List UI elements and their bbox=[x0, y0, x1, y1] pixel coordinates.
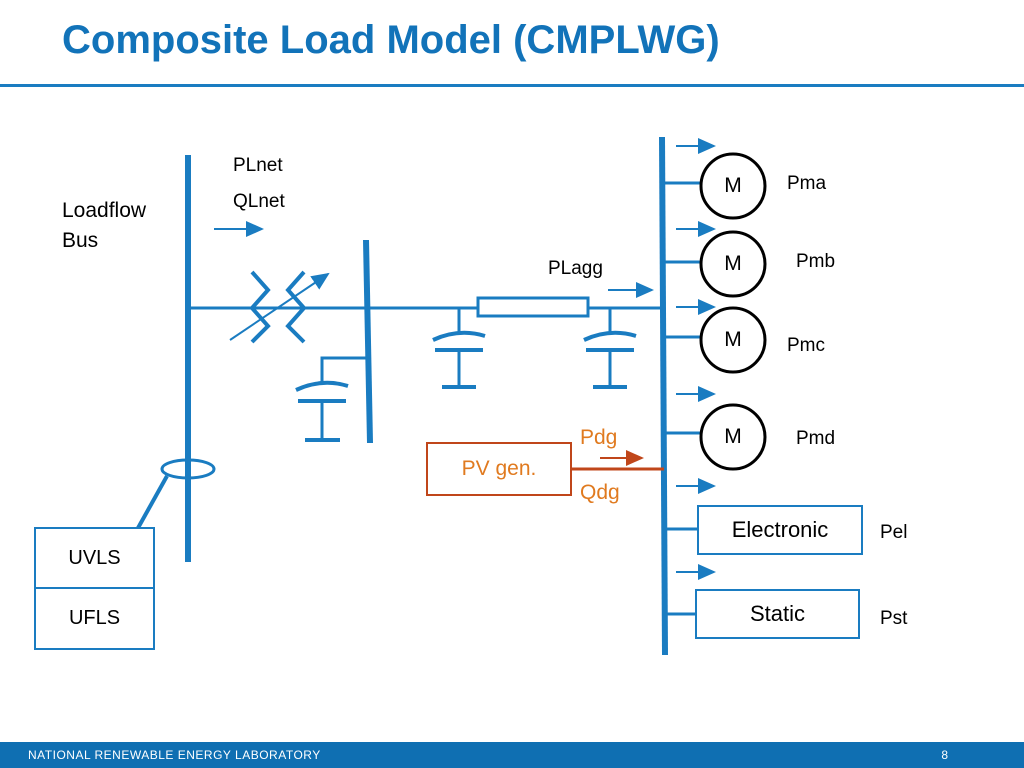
loadflow-bus-label-2: Bus bbox=[62, 229, 99, 252]
electronic-load-box: Electronic bbox=[697, 505, 863, 555]
relay-link bbox=[136, 475, 169, 529]
motor-d-symbol: M bbox=[724, 425, 742, 448]
motor-c-symbol: M bbox=[724, 328, 742, 351]
uvls-box: UVLS bbox=[34, 527, 155, 589]
load-branches bbox=[664, 181, 700, 616]
pdg-label: Pdg bbox=[580, 426, 618, 449]
load-flow-arrows bbox=[676, 138, 716, 580]
load-bus-line bbox=[659, 136, 668, 656]
ufls-box: UFLS bbox=[34, 587, 155, 650]
motor-a-symbol: M bbox=[724, 174, 742, 197]
static-load-box: Static bbox=[695, 589, 860, 639]
substation-bus-line bbox=[363, 239, 373, 444]
slide-title: Composite Load Model (CMPLWG) bbox=[62, 18, 720, 62]
plagg-label: PLagg bbox=[548, 258, 603, 279]
pmc-label: Pmc bbox=[787, 335, 825, 356]
feeder-capacitor-1 bbox=[432, 308, 486, 389]
substation-capacitor bbox=[295, 356, 366, 442]
motor-b-circle bbox=[699, 230, 767, 298]
transformer-symbol bbox=[229, 270, 330, 344]
motor-d-circle bbox=[699, 403, 767, 471]
pv-gen-box: PV gen. bbox=[426, 442, 572, 496]
pmd-label: Pmd bbox=[796, 428, 836, 449]
pel-label: Pel bbox=[880, 522, 908, 543]
loadflow-bus-label-1: Loadflow bbox=[62, 199, 147, 222]
relay-ct-ring bbox=[160, 458, 216, 480]
title-divider bbox=[0, 84, 1024, 87]
load-model-diagram bbox=[136, 136, 767, 656]
motor-b-symbol: M bbox=[724, 252, 742, 275]
feeder-impedance bbox=[476, 296, 590, 318]
qdg-label: Qdg bbox=[580, 481, 620, 504]
page-number: 8 bbox=[941, 748, 948, 762]
pst-label: Pst bbox=[880, 608, 908, 629]
qlnet-label: QLnet bbox=[233, 191, 285, 212]
motor-c-circle bbox=[699, 306, 767, 374]
pma-label: Pma bbox=[787, 173, 827, 194]
footer-org: NATIONAL RENEWABLE ENERGY LABORATORY bbox=[28, 748, 321, 762]
footer-bar: NATIONAL RENEWABLE ENERGY LABORATORY 8 bbox=[0, 742, 1024, 768]
pmb-label: Pmb bbox=[796, 251, 836, 272]
feeder-capacitor-2 bbox=[583, 308, 637, 389]
motor-a-circle bbox=[699, 152, 767, 220]
plnet-label: PLnet bbox=[233, 155, 283, 176]
